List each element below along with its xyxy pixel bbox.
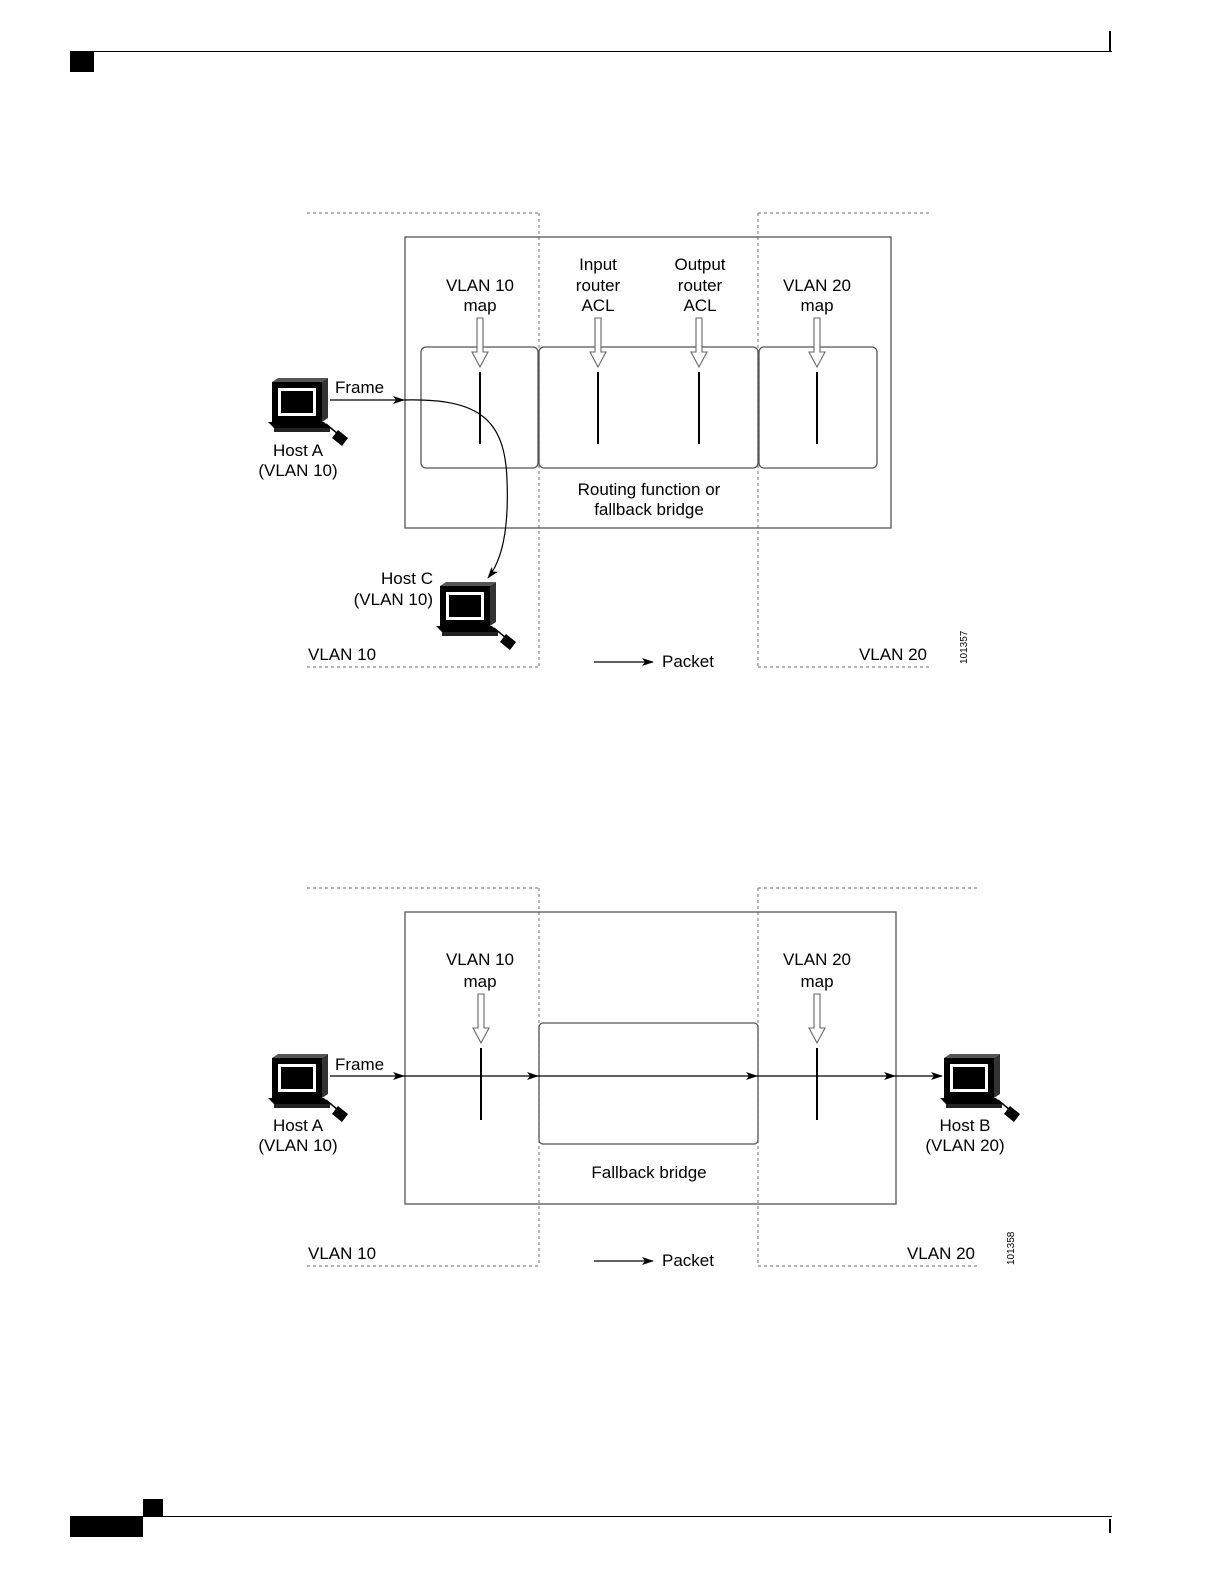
- host-b-computer-icon: [940, 1054, 1020, 1122]
- footer-page-mark: [70, 1517, 143, 1537]
- footer-rule: [70, 1516, 1112, 1517]
- input-acl-label-1: Input: [579, 255, 617, 274]
- vlan-20-map-filter: [809, 994, 825, 1120]
- output-acl-label-1: Output: [674, 255, 725, 274]
- frame-label: Frame: [335, 1055, 384, 1074]
- fallback-bridge-box: [539, 1023, 758, 1144]
- output-acl-label-2: router: [678, 276, 723, 295]
- routing-box: [539, 347, 758, 468]
- vlan-10-zone: [307, 888, 539, 1266]
- host-b-label-2: (VLAN 20): [925, 1136, 1004, 1155]
- vlan-10-map-label-2: map: [463, 296, 496, 315]
- host-b-label-1: Host B: [939, 1116, 990, 1135]
- vlan-20-map-label-2: map: [800, 972, 833, 991]
- vlan-10-map-label-2: map: [463, 972, 496, 991]
- vlan-20-map-filter: [809, 318, 825, 444]
- footer-page-mark-tab: [143, 1499, 163, 1517]
- packet-legend-label: Packet: [662, 652, 714, 671]
- packet-legend-label: Packet: [662, 1251, 714, 1270]
- footer-rule-tick: [1109, 1519, 1111, 1533]
- vlan-10-map-label-1: VLAN 10: [446, 276, 514, 295]
- frame-label: Frame: [335, 378, 384, 397]
- vlan-20-zone-label: VLAN 20: [859, 645, 927, 664]
- figure-2-id: 101358: [1006, 1231, 1017, 1265]
- routing-label-1: Routing function or: [578, 480, 721, 499]
- host-a-label-1: Host A: [273, 441, 324, 460]
- vlan-10-zone-label: VLAN 10: [308, 645, 376, 664]
- output-acl-label-3: ACL: [683, 296, 716, 315]
- host-c-computer-icon: [436, 582, 516, 650]
- vlan-10-zone-label: VLAN 10: [308, 1244, 376, 1263]
- figure-1-diagram: VLAN 10 map Input router ACL Output rout…: [0, 0, 1224, 700]
- host-a-label-2: (VLAN 10): [258, 1136, 337, 1155]
- host-c-label-2: (VLAN 10): [354, 590, 433, 609]
- figure-2-diagram: VLAN 10 map VLAN 20 map Fallback bridge …: [0, 860, 1224, 1300]
- input-acl-filter: [590, 318, 606, 444]
- input-acl-label-3: ACL: [581, 296, 614, 315]
- vlan-10-map-filter: [472, 318, 488, 444]
- frame-to-host-c-arrow: [404, 400, 507, 578]
- host-c-label-1: Host C: [381, 569, 433, 588]
- vlan-20-map-label-2: map: [800, 296, 833, 315]
- host-a-label-1: Host A: [273, 1116, 324, 1135]
- vlan-20-zone-label: VLAN 20: [907, 1244, 975, 1263]
- routing-label-2: fallback bridge: [594, 500, 704, 519]
- vlan-20-map-label-1: VLAN 20: [783, 276, 851, 295]
- fallback-bridge-label: Fallback bridge: [591, 1163, 706, 1182]
- vlan-10-map-filter: [473, 994, 489, 1120]
- figure-1-id: 101357: [959, 630, 970, 664]
- vlan-20-map-label-1: VLAN 20: [783, 950, 851, 969]
- input-acl-label-2: router: [576, 276, 621, 295]
- vlan-10-map-label-1: VLAN 10: [446, 950, 514, 969]
- output-acl-filter: [691, 318, 707, 444]
- host-a-label-2: (VLAN 10): [258, 461, 337, 480]
